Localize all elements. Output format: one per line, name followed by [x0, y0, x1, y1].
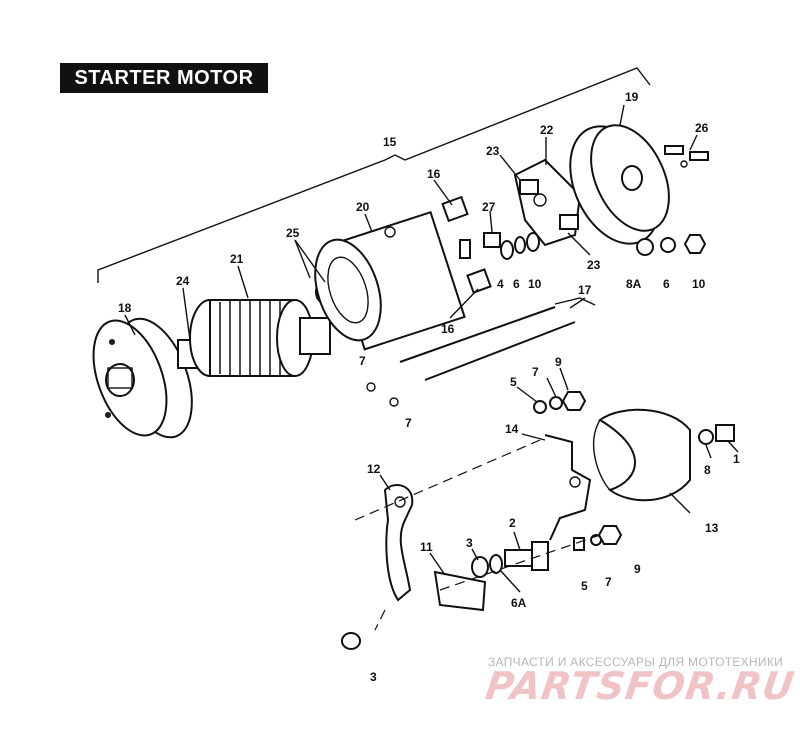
callout-25: 25 — [286, 226, 300, 240]
washer-7-b — [389, 397, 399, 407]
callout-9-lower: 9 — [634, 562, 641, 576]
callout-17: 17 — [578, 283, 592, 297]
washer-3-upper — [471, 556, 489, 578]
callout-9-upper: 9 — [555, 355, 562, 369]
through-bolts-17 — [399, 297, 596, 381]
callout-7-upper: 7 — [532, 365, 539, 379]
alignment-lines — [354, 439, 601, 631]
callout-23-upper: 23 — [486, 144, 500, 158]
nut-9-upper — [561, 391, 587, 411]
bracket-12 — [383, 484, 414, 602]
callouts: 15 19 26 22 23 16 20 27 25 21 24 18 4 6 … — [118, 90, 740, 684]
cover-13 — [592, 408, 691, 502]
callout-15: 15 — [383, 135, 397, 149]
callout-16-lower: 16 — [441, 322, 455, 336]
nut-9-lower — [597, 525, 623, 545]
callout-16-upper: 16 — [427, 167, 441, 181]
brush-16-lower — [466, 268, 492, 294]
lockwasher-8 — [698, 429, 714, 445]
screw-1 — [715, 424, 735, 442]
lockwasher-8A — [636, 238, 654, 256]
callout-4: 4 — [497, 277, 504, 291]
washer-6-outer — [660, 237, 676, 253]
callout-8: 8 — [704, 463, 711, 477]
nut-10-inner — [526, 232, 540, 252]
callout-3-upper: 3 — [466, 536, 473, 550]
washer-6-inner — [514, 236, 526, 254]
callout-11: 11 — [420, 540, 433, 554]
insulator-27 — [483, 232, 501, 248]
nut-4 — [500, 240, 514, 260]
callout-6A: 6A — [511, 596, 527, 610]
bracket-14 — [544, 434, 592, 541]
watermark-tagline: ЗАПЧАСТИ И АКСЕССУАРЫ ДЛЯ МОТОТЕХНИКИ — [488, 655, 784, 669]
brush-holder-22 — [513, 158, 582, 247]
washer-5-lower — [573, 537, 585, 551]
callout-6-inner: 6 — [513, 277, 520, 291]
assembly-bracket-15 — [97, 67, 651, 283]
callout-2: 2 — [509, 516, 516, 530]
callout-5-upper: 5 — [510, 375, 517, 389]
callout-7-b: 7 — [405, 416, 412, 430]
diagram-title: STARTER MOTOR — [60, 63, 268, 93]
callout-13: 13 — [705, 521, 719, 535]
callout-27: 27 — [482, 200, 496, 214]
callout-5-lower: 5 — [581, 579, 588, 593]
callout-14: 14 — [505, 422, 519, 436]
washer-5-upper — [533, 400, 547, 414]
callout-22: 22 — [540, 123, 554, 137]
washer-3-lower — [341, 632, 361, 650]
washer-6A — [489, 554, 503, 574]
nut-10-outer — [683, 234, 707, 254]
callout-8A: 8A — [626, 277, 642, 291]
end-cover-18 — [92, 317, 193, 439]
brush-16-upper — [441, 195, 469, 223]
strap-11 — [433, 570, 487, 612]
field-frame-20 — [314, 210, 471, 351]
callout-6-outer: 6 — [663, 277, 670, 291]
armature-21 — [177, 279, 337, 377]
screws-26 — [664, 145, 709, 168]
end-frame-19 — [569, 124, 670, 245]
callout-20: 20 — [356, 200, 370, 214]
callout-3-lower: 3 — [370, 670, 377, 684]
callout-24: 24 — [176, 274, 190, 288]
callout-19: 19 — [625, 90, 639, 104]
leader-lines — [124, 104, 739, 593]
callout-18: 18 — [118, 301, 132, 315]
callout-10-inner: 10 — [528, 277, 542, 291]
callout-1: 1 — [733, 452, 740, 466]
bolt-2 — [504, 541, 549, 571]
watermark-brand: PARTSFOR.RU — [482, 664, 798, 708]
callout-7-a: 7 — [359, 354, 366, 368]
callout-10-outer: 10 — [692, 277, 706, 291]
callout-23-lower: 23 — [587, 258, 601, 272]
callout-12: 12 — [367, 462, 381, 476]
callout-21: 21 — [230, 252, 244, 266]
callout-26: 26 — [695, 121, 709, 135]
callout-7-lower: 7 — [605, 575, 612, 589]
washer-7-a — [366, 382, 376, 392]
washer-7-upper — [549, 396, 563, 410]
